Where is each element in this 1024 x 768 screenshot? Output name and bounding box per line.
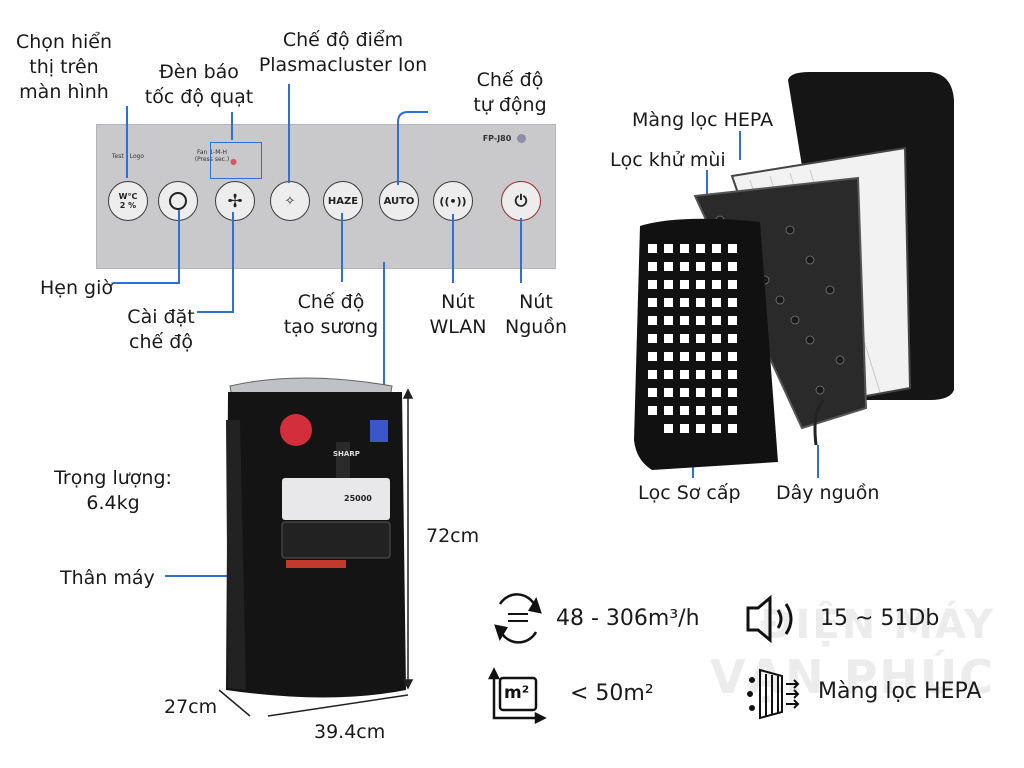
label-pre-filter: Lọc Sơ cấp: [638, 482, 741, 504]
haze-text: HAZE: [327, 195, 359, 207]
depth-dimension-line: [218, 689, 251, 717]
label-auto-mode: Chế độ tự động: [473, 69, 547, 116]
fan-button[interactable]: ✢: [215, 181, 255, 221]
area-icon-text: m²: [504, 683, 530, 703]
sticker-value: 25000: [344, 494, 372, 503]
wlan-button[interactable]: ((•)): [433, 181, 473, 221]
leader-mode-setting: [197, 212, 234, 313]
fan-indicator-box: [210, 142, 262, 179]
label-fan-indicator: Đèn báo tốc độ quạt: [144, 61, 254, 108]
label-weight: Trọng lượng: 6.4kg: [54, 467, 172, 514]
fan-text: Fan 1-M-H (Press sec.): [194, 149, 230, 163]
label-wlan-button: Nút WLAN: [429, 291, 487, 338]
auto-button[interactable]: AUTO: [379, 181, 419, 221]
temp-display-text: W°C 2 %: [118, 192, 138, 210]
label-timer: Hẹn giờ: [40, 277, 114, 299]
label-display-select: Chọn hiển thị trên màn hình: [15, 31, 113, 103]
power-cord-line: [813, 398, 826, 446]
speaker-icon: [746, 594, 793, 644]
label-depth: 27cm: [164, 696, 218, 718]
plasmacluster-icon: ✧: [284, 193, 296, 209]
clock-icon: [169, 192, 187, 210]
purifier-device: [226, 377, 406, 698]
label-mode-setting: Cài đặt chế độ: [127, 306, 195, 353]
area-icon: [487, 667, 547, 725]
model-label: FP-J80: [482, 134, 512, 143]
label-width: 39.4cm: [314, 721, 386, 743]
label-mist-mode: Chế độ tạo sương: [283, 291, 379, 338]
label-power-button: Nút Nguồn: [505, 291, 567, 338]
power-button[interactable]: ⏻: [501, 181, 541, 221]
label-height: 72cm: [426, 525, 480, 547]
leader-timer: [113, 210, 180, 284]
badge-sticker: [370, 420, 388, 442]
label-deodorizing-filter: Lọc khử mùi: [610, 149, 726, 171]
info-sticker: [282, 478, 390, 520]
auto-text: AUTO: [383, 195, 415, 207]
watermark-line-2: VẠN PHÚC: [710, 650, 996, 704]
device-logo-panel: [336, 442, 350, 478]
airflow-icon: [494, 593, 542, 644]
model-dot-icon: [517, 134, 526, 143]
spec-airflow: 48 - 306m³/h: [556, 606, 700, 631]
feature-sticker: [281, 521, 391, 559]
filter-icon: [747, 668, 800, 720]
award-sticker: [280, 414, 312, 446]
wifi-icon: ((•)): [439, 194, 467, 208]
width-dimension-line: [267, 694, 409, 717]
fan-indicator-lights: ●: [230, 157, 237, 166]
spec-area: < 50m²: [570, 681, 654, 706]
spec-noise: 15 ~ 51Db: [820, 606, 940, 631]
plasmacluster-button[interactable]: ✧: [270, 181, 310, 221]
watermark-line-1: ĐIỆN MÁY: [760, 602, 996, 648]
label-plasmacluster: Chế độ điểm Plasmacluster Ion: [258, 29, 428, 76]
device-side: [226, 420, 246, 690]
brand-logo: SHARP: [333, 450, 360, 458]
power-icon: ⏻: [514, 191, 528, 210]
exploded-filters: [634, 72, 954, 470]
label-hepa-filter: Màng lọc HEPA: [632, 109, 774, 131]
pre-filter-frame: [634, 218, 778, 470]
temp-display-button[interactable]: W°C 2 %: [108, 181, 148, 221]
leader-auto: [397, 111, 428, 185]
red-strip-sticker: [286, 560, 346, 568]
label-body: Thân máy: [60, 567, 155, 589]
label-power-cord: Dây nguồn: [776, 482, 880, 504]
fan-icon: ✢: [227, 190, 243, 212]
spec-filter: Màng lọc HEPA: [818, 679, 982, 704]
